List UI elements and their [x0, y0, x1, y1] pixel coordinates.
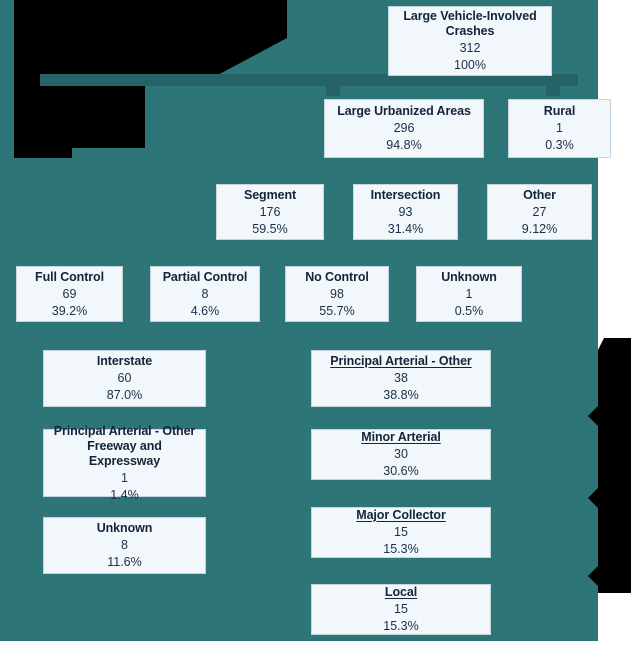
node-local[interactable]: Local 15 15.3% — [311, 584, 491, 635]
node-pct: 1.4% — [110, 487, 139, 502]
node-no-control[interactable]: No Control 98 55.7% — [285, 266, 389, 322]
node-rural[interactable]: Rural 1 0.3% — [508, 99, 611, 158]
node-title: Full Control — [35, 269, 104, 284]
node-count: 98 — [330, 286, 344, 301]
node-count: 30 — [394, 447, 408, 461]
node-count: 60 — [117, 371, 132, 385]
node-count: 8 — [121, 538, 128, 552]
connector-level2-right-drop — [546, 86, 560, 96]
node-title: Interstate — [96, 354, 153, 368]
node-principal-arterial-other[interactable]: Principal Arterial - Other 38 38.8% — [311, 350, 491, 407]
node-count: 1 — [465, 286, 473, 301]
node-partial-control[interactable]: Partial Control 8 4.6% — [150, 266, 260, 322]
node-title: No Control — [305, 269, 369, 284]
node-pct: 15.3% — [383, 542, 419, 556]
node-segment[interactable]: Segment 176 59.5% — [216, 184, 324, 240]
node-pct: 87.0% — [106, 388, 143, 402]
connector-root-to-level2-bar — [40, 74, 578, 86]
connector-level2-left-drop — [326, 86, 340, 96]
node-title: Minor Arterial — [361, 430, 441, 444]
node-pct: 4.6% — [190, 303, 220, 318]
node-principal-arterial-other-freeway-and-expressway[interactable]: Principal Arterial - Other Freeway and E… — [43, 424, 206, 502]
node-unknown-control[interactable]: Unknown 1 0.5% — [416, 266, 522, 322]
node-count: 69 — [62, 286, 77, 301]
node-title-line2: Freeway and Expressway — [87, 438, 162, 468]
node-count: 296 — [393, 121, 415, 135]
node-major-collector[interactable]: Major Collector 15 15.3% — [311, 507, 491, 558]
node-pct: 38.8% — [383, 388, 419, 402]
node-intersection[interactable]: Intersection 93 31.4% — [353, 184, 458, 240]
node-title: Intersection — [370, 187, 441, 202]
node-title: Rural — [543, 104, 576, 118]
node-pct: 31.4% — [387, 221, 424, 236]
node-title: Local — [384, 585, 418, 599]
node-interstate[interactable]: Interstate 60 87.0% — [43, 350, 206, 407]
node-count: 15 — [394, 602, 408, 616]
node-pct: 9.12% — [521, 221, 558, 236]
node-pct: 55.7% — [319, 303, 355, 318]
node-count: 312 — [459, 41, 481, 55]
node-pct: 0.5% — [454, 303, 484, 318]
node-other[interactable]: Other 27 9.12% — [487, 184, 592, 240]
node-large-vehicle-involved-crashes[interactable]: Large Vehicle-Involved Crashes 312 100% — [388, 6, 552, 76]
node-full-control[interactable]: Full Control 69 39.2% — [16, 266, 123, 322]
node-pct: 59.5% — [252, 221, 288, 236]
node-pct: 11.6% — [107, 555, 142, 569]
node-count: 38 — [394, 371, 408, 385]
node-title: Partial Control — [162, 269, 248, 284]
node-title: Principal Arterial - Other — [53, 423, 196, 438]
node-count: 15 — [394, 525, 408, 539]
node-count: 27 — [532, 204, 547, 219]
node-count: 1 — [556, 121, 563, 135]
node-pct: 94.8% — [386, 138, 422, 152]
node-title-line2: Crashes — [445, 24, 495, 38]
node-count: 176 — [259, 204, 281, 219]
node-title: Other — [523, 187, 556, 202]
node-pct: 39.2% — [51, 303, 88, 318]
node-large-urbanized-areas[interactable]: Large Urbanized Areas 296 94.8% — [324, 99, 484, 158]
node-pct: 15.3% — [383, 619, 419, 633]
node-minor-arterial[interactable]: Minor Arterial 30 30.6% — [311, 429, 491, 480]
node-pct: 30.6% — [383, 464, 419, 478]
node-unknown-functional-class[interactable]: Unknown 8 11.6% — [43, 517, 206, 574]
node-pct: 0.3% — [545, 138, 574, 152]
node-count: 1 — [121, 470, 128, 485]
node-pct: 100% — [454, 58, 486, 72]
node-title: Unknown — [96, 521, 153, 535]
node-title: Segment — [243, 187, 297, 202]
node-title: Large Vehicle-Involved — [403, 9, 537, 23]
node-count: 93 — [398, 204, 413, 219]
node-title: Large Urbanized Areas — [337, 104, 471, 118]
node-count: 8 — [201, 286, 209, 301]
node-title: Major Collector — [356, 508, 446, 522]
node-title: Principal Arterial - Other — [330, 354, 472, 368]
node-title: Unknown — [441, 269, 497, 284]
